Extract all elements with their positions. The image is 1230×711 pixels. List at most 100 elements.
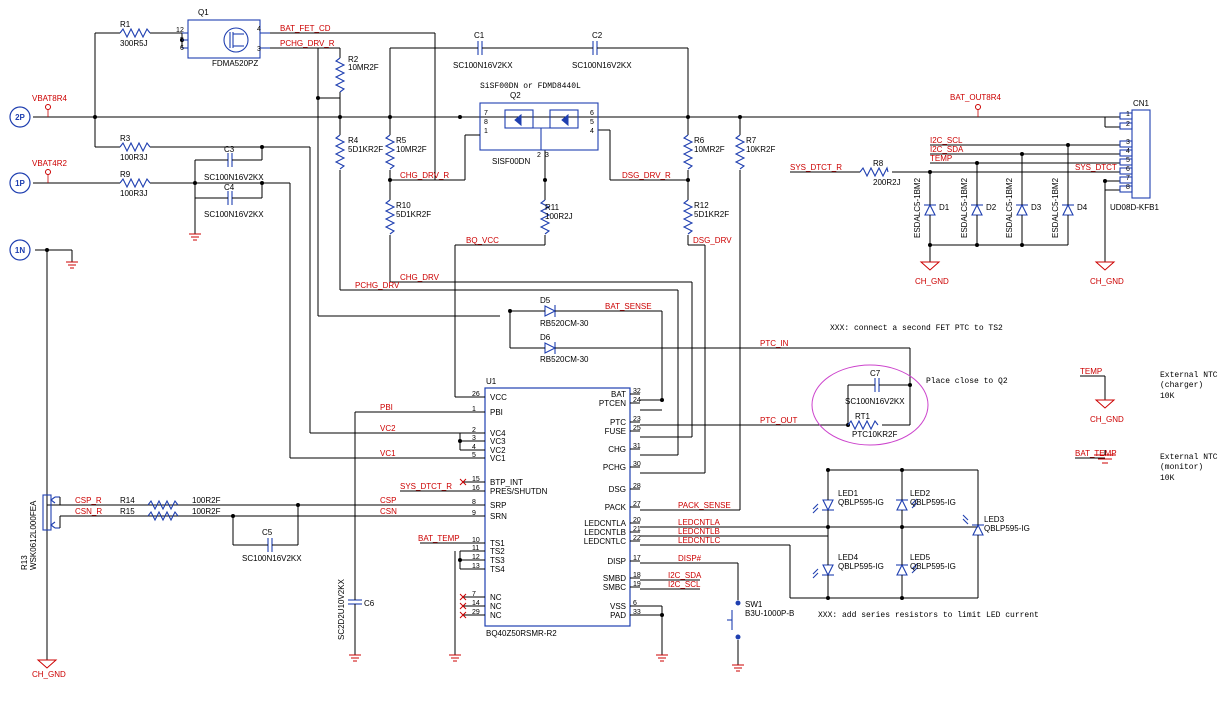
resistor-r14: R14 100R2F (120, 496, 221, 511)
resistor-r5: R5 10MR2F (384, 134, 427, 170)
net-chg-drv-r: CHG_DRV_R (400, 171, 449, 180)
u1-pin-number: 13 (472, 563, 480, 570)
resistor-r4: R4 5D1KR2F (334, 134, 383, 170)
u1-ref: U1 (486, 377, 497, 386)
note-led-resistors: XXX: add series resistors to limit LED c… (818, 611, 1039, 620)
resistor-r3: R3 100R3J (119, 134, 151, 162)
esd-diode-d2: D2 ESDALC5-1BM2 (960, 177, 997, 238)
u1-pin-number: 5 (472, 452, 476, 459)
net-pack-sense: PACK_SENSE (678, 501, 731, 510)
ntc-monitor-line1: External NTC (1160, 453, 1218, 462)
c3-value: SC100N16V2KX (204, 173, 264, 182)
c4-value: SC100N16V2KX (204, 210, 264, 219)
r1-value: 300R5J (120, 39, 148, 48)
diode-d5: D5 RB520CM-30 (530, 296, 589, 328)
u1-right-pins: 32BAT24PTCEN23PTC25FUSE31CHG30PCHG28DSG2… (584, 388, 641, 620)
d3-value: ESDALC5-1BM2 (1005, 177, 1014, 238)
r7-value: 10KR2F (746, 145, 775, 154)
port-2p: 2P (9, 106, 31, 128)
shunt-r13: R13 WSK0612L000FEA (20, 494, 61, 570)
net-sys-dtct-r-cn: SYS_DTCT_R (790, 163, 842, 172)
capacitor-c5: C5 SC100N16V2KX (242, 528, 302, 563)
ch-gnd-symbol: CH_GND (32, 659, 66, 679)
u1-pin-number: 10 (472, 537, 480, 544)
u1-pin-name: VCC (490, 393, 507, 402)
net-csn: CSN (380, 507, 397, 516)
u1-pin-number: 11 (472, 545, 479, 552)
u1-pin-number: 24 (633, 397, 641, 404)
d4-ref: D4 (1077, 203, 1088, 212)
note-place-close: Place close to Q2 (926, 377, 1008, 386)
u1-pin-number: 17 (633, 555, 641, 562)
u1-pin-number: 4 (472, 444, 476, 451)
r6-ref: R6 (694, 136, 705, 145)
net-csp-r: CSP_R (75, 496, 102, 505)
r4-value: 5D1KR2F (348, 145, 383, 154)
led-led5: LED5 QBLP595-IG (896, 553, 956, 580)
r11-value: 100R2J (545, 212, 573, 221)
net-ledcntla: LEDCNTLA (678, 518, 720, 527)
d5-value: RB520CM-30 (540, 319, 589, 328)
r1-ref: R1 (120, 20, 131, 29)
ch-gnd-label: CH_GND (1090, 277, 1124, 286)
u1-pin-name: NC (490, 611, 502, 620)
net-dsg-drv: DSG_DRV (693, 236, 732, 245)
ntc-charger-value: 10K (1160, 392, 1175, 401)
svg-text:7: 7 (484, 110, 488, 117)
d1-ref: D1 (939, 203, 950, 212)
c1-value: SC100N16V2KX (453, 61, 513, 70)
u1-pin-name: PCHG (603, 463, 626, 472)
u1-pin-number: 7 (472, 591, 476, 598)
c7-value: SC100N16V2KX (845, 397, 905, 406)
u1-pin-name: DISP (607, 557, 626, 566)
resistor-r11: R11 100R2J (539, 199, 573, 235)
net-bat-fet-cd: BAT_FET_CD (280, 24, 331, 33)
ntc-monitor-line2: (monitor) (1160, 463, 1203, 472)
led4-ref: LED4 (838, 553, 859, 562)
svg-text:1: 1 (484, 128, 488, 135)
svg-text:7: 7 (1126, 175, 1130, 182)
svg-text:4: 4 (590, 128, 594, 135)
led3-value: QBLP595-IG (984, 524, 1030, 533)
led-led3: LED3 QBLP595-IG (962, 510, 1030, 550)
u1-pin-name: PTCEN (599, 399, 626, 408)
esd-diode-d3: D3 ESDALC5-1BM2 (1005, 177, 1042, 238)
r8-value: 200R2J (873, 178, 901, 187)
u1-pin-name: SRP (490, 501, 506, 510)
c6-ref: C6 (364, 599, 375, 608)
net-pchg-drv-r: PCHG_DRV_R (280, 39, 335, 48)
capacitor-c2: C2 SC100N16V2KX (572, 31, 632, 70)
led1-value: QBLP595-IG (838, 498, 884, 507)
r3-value: 100R3J (120, 153, 148, 162)
u1-pin-name: FUSE (605, 427, 626, 436)
net-i2c-sda-u1: I2C_SDA (668, 571, 702, 580)
cn1-value: UD08D-KFB1 (1110, 203, 1159, 212)
u1-pin-number: 14 (472, 600, 480, 607)
led-led4: LED4 QBLP595-IG (812, 553, 884, 580)
r11-ref: R11 (545, 203, 560, 212)
svg-text:1: 1 (176, 27, 180, 34)
net-temp-ntc: TEMP (1080, 367, 1102, 376)
u1-pin-name: DSG (609, 485, 626, 494)
d6-value: RB520CM-30 (540, 355, 589, 364)
led5-value: QBLP595-IG (910, 562, 956, 571)
u1-pin-name: SRN (490, 512, 507, 521)
net-bat-temp-u1: BAT_TEMP (418, 534, 460, 543)
r7-ref: R7 (746, 136, 757, 145)
u1-pin-name: SMBD (603, 574, 626, 583)
u1-pin-name: PTC (610, 418, 626, 427)
q1-value: FDMA520PZ (212, 59, 258, 68)
r15-value: 100R2F (192, 507, 221, 516)
u1-pin-name: LEDCNTLC (584, 537, 626, 546)
u1-pin-name: NC (490, 593, 502, 602)
svg-text:6: 6 (590, 110, 594, 117)
svg-text:8: 8 (484, 119, 488, 126)
port-2p-label: 2P (15, 113, 25, 122)
ntc-monitor-value: 10K (1160, 474, 1175, 483)
ground-symbol (656, 654, 668, 662)
led4-value: QBLP595-IG (838, 562, 884, 571)
r14-value: 100R2F (192, 496, 221, 505)
led-led2: LED2 QBLP595-IG (896, 489, 956, 520)
port-1p: 1P (9, 172, 31, 194)
